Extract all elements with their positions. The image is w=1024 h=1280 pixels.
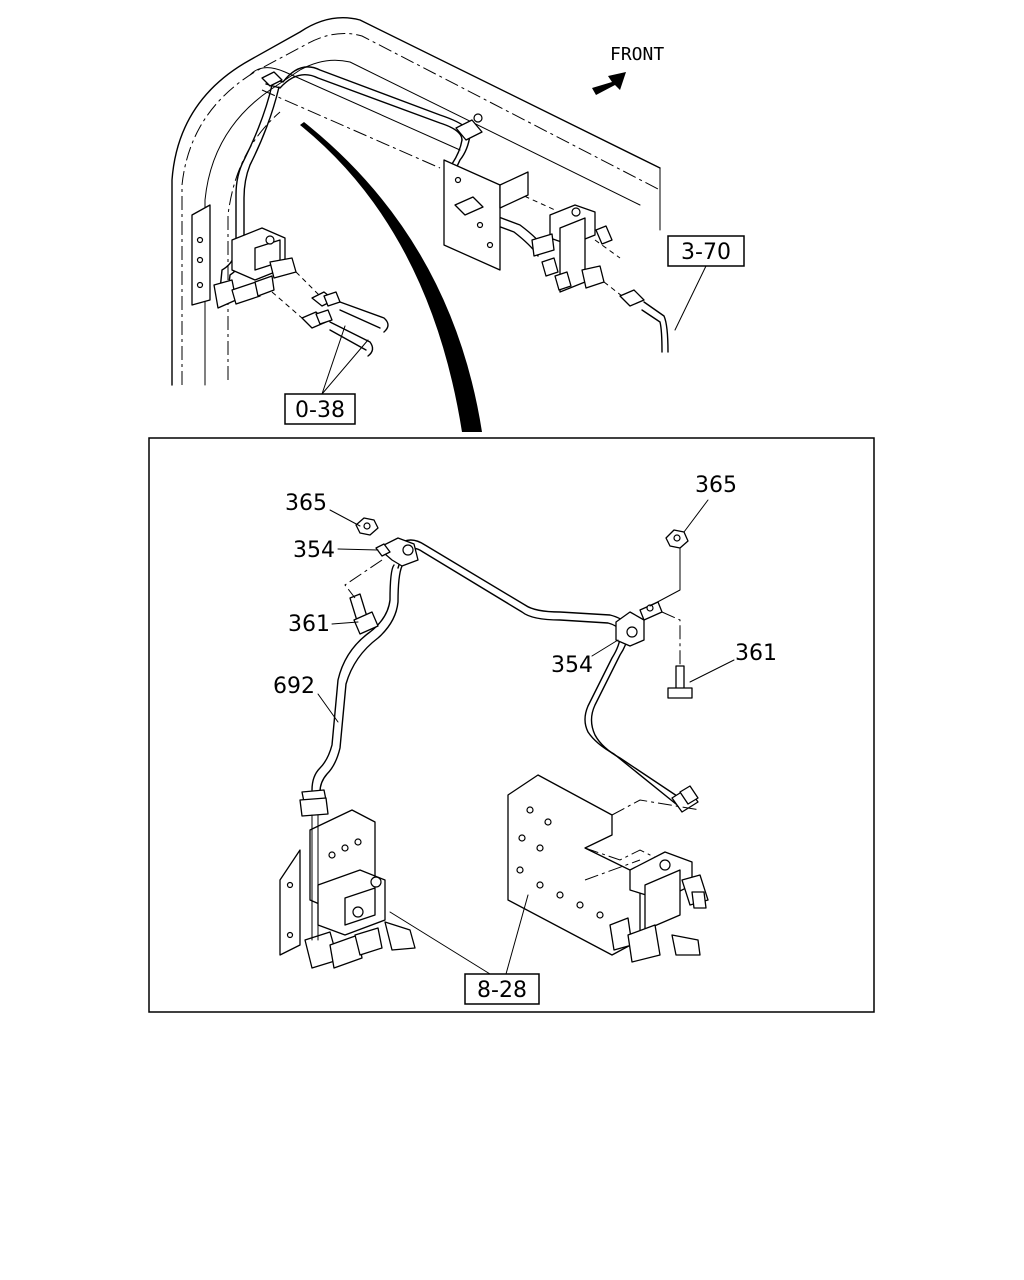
callout-354-right: 354 <box>551 653 593 678</box>
callout-354-left: 354 <box>293 538 335 563</box>
bolt-361-right <box>667 665 693 699</box>
left-bracket-assembly <box>279 809 416 969</box>
left-hoses <box>301 291 389 357</box>
left-valve-block <box>191 204 321 319</box>
cab-outline <box>171 17 661 386</box>
ref-label-8-28: 8-28 <box>477 978 527 1003</box>
ref-3-70: 3-70 <box>667 235 745 331</box>
overview-illustration: FRONT <box>171 17 745 432</box>
callout-361-left: 361 <box>288 612 330 637</box>
detail-frame <box>148 437 875 1013</box>
nut-365-left <box>355 517 379 536</box>
detail-leader-curve <box>300 122 482 432</box>
brake-pipe-692 <box>299 539 699 817</box>
ref-label-3-70: 3-70 <box>681 240 731 265</box>
detail-view: 365 354 361 692 365 354 361 8-28 <box>148 437 875 1013</box>
ref-0-38: 0-38 <box>284 325 369 425</box>
arrow-northeast-icon <box>592 72 626 95</box>
assembly-guides <box>344 547 681 665</box>
ref-label-0-38: 0-38 <box>295 398 345 423</box>
clip-left <box>375 537 419 567</box>
front-indicator: FRONT <box>592 44 664 95</box>
clip-right <box>615 601 663 647</box>
front-label: FRONT <box>610 44 664 65</box>
callout-692: 692 <box>273 674 315 699</box>
callout-365-left: 365 <box>285 491 327 516</box>
nut-365-right <box>665 529 689 549</box>
callouts: 365 354 361 692 365 354 361 <box>273 473 777 723</box>
ref-8-28: 8-28 <box>389 894 540 1005</box>
right-pipe-run <box>443 113 669 353</box>
callout-361-right: 361 <box>735 641 777 666</box>
callout-365-right: 365 <box>695 473 737 498</box>
right-bracket-assembly <box>507 774 709 963</box>
bolt-361-left <box>349 593 379 635</box>
